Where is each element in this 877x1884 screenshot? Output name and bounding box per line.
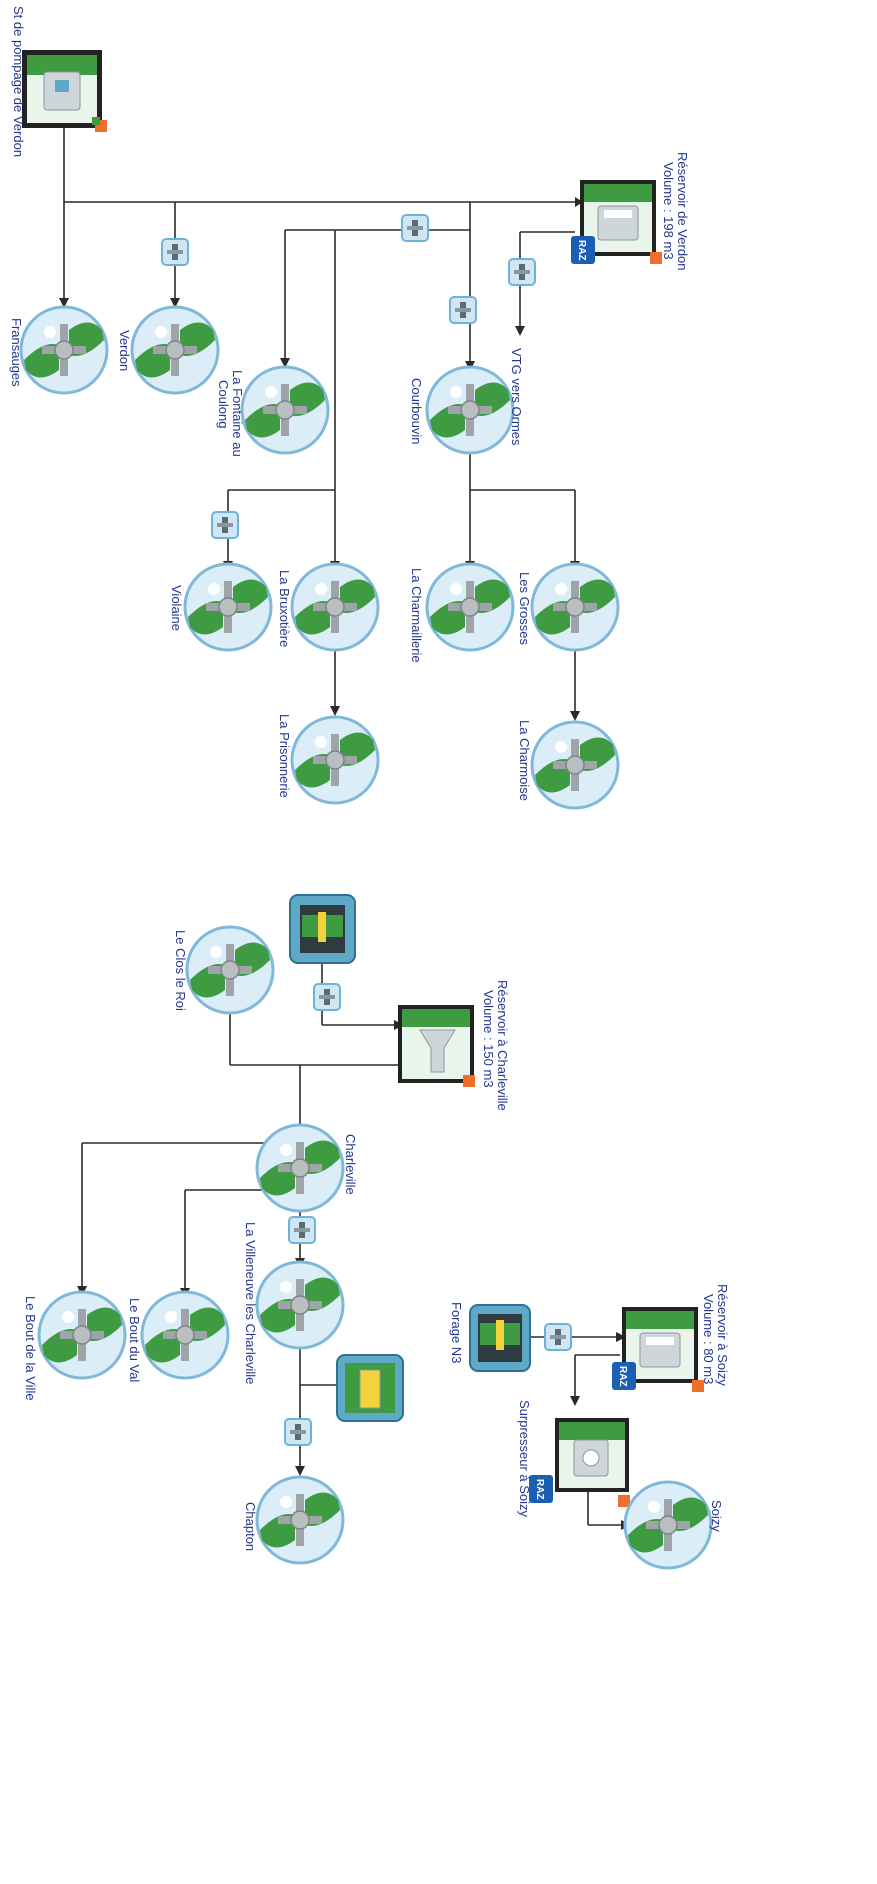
- pump-station-verdon[interactable]: [22, 50, 107, 132]
- town-les-grosses[interactable]: [530, 562, 620, 652]
- reservoir-verdon[interactable]: RAZ: [571, 179, 662, 264]
- town-le-bout-du-val-label: Le Bout du Val: [127, 1298, 142, 1382]
- reservoir-soizy[interactable]: RAZ: [612, 1306, 704, 1392]
- town-la-fontaine-label-1: La Fontaine au: [230, 370, 245, 457]
- surpresseur-soizy-name: Surpresseur à Soizy: [517, 1400, 532, 1518]
- town-violaine[interactable]: [183, 562, 273, 652]
- town-la-charmaillerie[interactable]: [425, 562, 515, 652]
- town-soizy-label: Soizy: [709, 1500, 724, 1532]
- town-la-prisonnerie-label: La Prisonnerie: [277, 714, 292, 798]
- flow-meter-icon[interactable]: [401, 214, 429, 242]
- alarm-icon: [692, 1380, 704, 1392]
- town-fransauges-label: Fransauges: [9, 318, 24, 387]
- town-la-prisonnerie[interactable]: [290, 715, 380, 805]
- town-le-bout-de-la-ville[interactable]: [37, 1290, 127, 1380]
- flow-meter-icon[interactable]: [449, 296, 477, 324]
- town-chapton[interactable]: [255, 1475, 345, 1565]
- town-charleville-label: Charleville: [343, 1134, 358, 1195]
- town-la-charmoise-label: La Charmoise: [517, 720, 532, 801]
- town-courbouvin[interactable]: [425, 365, 515, 455]
- town-la-bruxotiere-label: La Bruxotière: [277, 570, 292, 647]
- town-violaine-label: Violaine: [169, 585, 184, 631]
- town-verdon-label: Verdon: [117, 330, 132, 371]
- reservoir-soizy-name: Réservoir à Soizy: [715, 1284, 730, 1386]
- flow-meter-icon[interactable]: [313, 983, 341, 1011]
- booster-villeneuve[interactable]: [336, 1354, 404, 1422]
- town-la-villeneuve-label: La Villeneuve les Charleville: [243, 1222, 258, 1384]
- flow-meter-icon[interactable]: [211, 511, 239, 539]
- town-la-fontaine[interactable]: [240, 365, 330, 455]
- forage-n3-label: Forage N3: [449, 1302, 464, 1363]
- flow-meter-icon[interactable]: [161, 238, 189, 266]
- town-la-bruxotiere[interactable]: [290, 562, 380, 652]
- town-la-fontaine-label-2: Coulong: [216, 380, 231, 428]
- reservoir-soizy-volume: Volume : 80 m3: [701, 1294, 716, 1384]
- flow-meter-icon[interactable]: [544, 1323, 572, 1351]
- town-la-charmaillerie-label: La Charmaillerie: [409, 568, 424, 663]
- reservoir-charleville-volume: Volume : 150 m3: [481, 990, 496, 1088]
- flow-meter-icon[interactable]: [288, 1216, 316, 1244]
- reservoir-verdon-volume: Volume : 198 m3: [661, 162, 676, 260]
- reservoir-charleville[interactable]: [398, 1005, 475, 1087]
- town-le-bout-du-val[interactable]: [140, 1290, 230, 1380]
- pump-station-verdon-label: St de pompage de Verdon: [11, 6, 26, 157]
- town-chapton-label: Chapton: [243, 1502, 258, 1551]
- town-le-clos-le-roi[interactable]: [185, 925, 275, 1015]
- raz-badge[interactable]: [571, 236, 595, 264]
- flow-meter-icon[interactable]: [508, 258, 536, 286]
- pipe-network-verdon: [63, 128, 583, 715]
- town-fransauges[interactable]: [19, 305, 109, 395]
- reservoir-verdon-name: Réservoir de Verdon: [675, 152, 690, 271]
- town-la-villeneuve[interactable]: [255, 1260, 345, 1350]
- vtg-vers-ormes-label: VTG vers Ormes: [509, 348, 524, 446]
- reservoir-charleville-name: Réservoir à Charleville: [495, 980, 510, 1111]
- booster-icon: [359, 1369, 381, 1409]
- water-tower-icon: [419, 1029, 456, 1073]
- borehole-forage-n3[interactable]: [469, 1304, 531, 1372]
- alarm-icon: [618, 1495, 630, 1507]
- town-le-bout-de-la-ville-label: Le Bout de la Ville: [23, 1296, 38, 1401]
- town-verdon[interactable]: [130, 305, 220, 395]
- town-les-grosses-label: Les Grosses: [517, 572, 532, 645]
- flow-meter-icon[interactable]: [284, 1418, 312, 1446]
- town-charleville[interactable]: [255, 1123, 345, 1213]
- raz-badge-label: RAZ: [617, 1366, 628, 1387]
- town-le-clos-le-roi-label: Le Clos le Roi: [173, 930, 188, 1011]
- surpresseur-soizy[interactable]: RAZ: [529, 1418, 630, 1507]
- town-soizy[interactable]: [623, 1480, 713, 1570]
- raz-badge-label: RAZ: [576, 240, 587, 261]
- raz-badge[interactable]: [529, 1475, 553, 1503]
- town-courbouvin-label: Courbouvin: [409, 378, 424, 445]
- raz-badge[interactable]: [612, 1362, 636, 1390]
- borehole-charleville[interactable]: [289, 894, 356, 964]
- alarm-icon: [650, 252, 662, 264]
- town-la-charmoise[interactable]: [530, 720, 620, 810]
- pipe-network-charleville: [81, 962, 398, 1470]
- alarm-icon: [463, 1075, 475, 1087]
- raz-badge-label: RAZ: [534, 1479, 545, 1500]
